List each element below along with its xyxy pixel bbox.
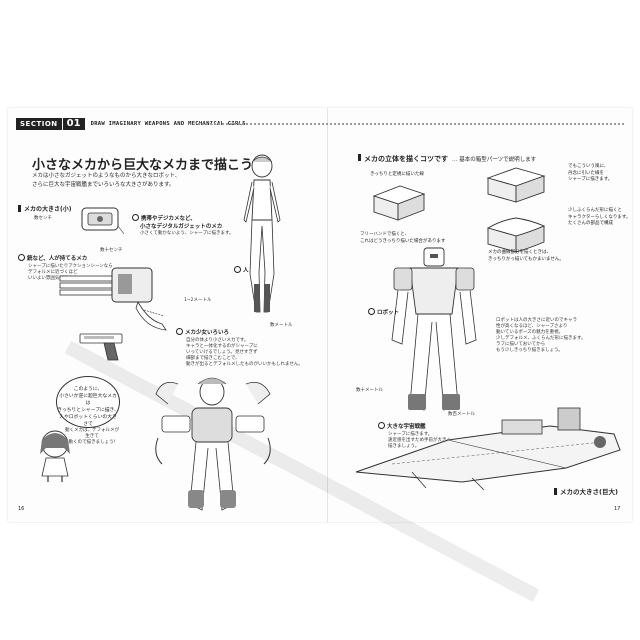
- spaceship-figure: [352, 398, 624, 490]
- lead-line: さらに巨大な宇宙戦艦までいろいろな大きさがあります。: [32, 182, 175, 188]
- caption-gun-body: シャープに描いたりアクションシーンなら デフォルメに近づくほど いいよい雰囲気が…: [28, 264, 113, 281]
- page-number-right: 17: [614, 506, 621, 512]
- standing-girl-figure: [236, 154, 288, 318]
- caption-marker-icon: [132, 214, 139, 221]
- size-small-heading: メカの大きさ(小): [18, 204, 72, 213]
- page-number-left: 16: [18, 506, 25, 512]
- label-card: 数センチ: [34, 216, 52, 221]
- section-header: SECTION 01 DRAW IMAGINARY WEAPONS AND ME…: [16, 118, 246, 130]
- book-spine: [327, 108, 328, 522]
- label-tens-cm: 数十センチ: [100, 248, 123, 253]
- robot-figure: [386, 244, 482, 414]
- caption-person: 人: [234, 266, 249, 274]
- box1-caption: きっちりと定規に描いた線: [370, 172, 424, 177]
- mecha-girl-figure: [148, 364, 278, 514]
- size-large-label: メカの大きさ(巨大): [560, 488, 618, 496]
- label-dozen-m: 数十メートル: [356, 388, 383, 393]
- caption-marker-icon: [18, 254, 25, 261]
- caption-marker-icon: [378, 422, 385, 429]
- header-rule: [198, 123, 624, 125]
- pistol-figure: [78, 330, 126, 362]
- size-large-heading: メカの大きさ(巨大): [554, 486, 618, 496]
- box-rounded-figure: [484, 214, 548, 254]
- curve-note: メカの曲線部分を描くときは、 きっちりかっ描いてもかまいません。: [488, 250, 564, 262]
- caption-mecha-girl-title: メカ少女いろいろ: [176, 328, 229, 336]
- section-label: SECTION: [16, 118, 62, 130]
- caption-gadget-title-2: 小さなデジタルガジェットのメカ: [140, 224, 223, 230]
- gadget-figure: [78, 204, 124, 238]
- caption-ship: 大きな宇宙戦艦: [378, 422, 426, 430]
- robot-body: ロボットは人の大きさに近いのでキャラ 性が高くなるほど、シャープさより 動いてい…: [496, 318, 586, 353]
- size-small-label: メカの大きさ(小): [24, 206, 72, 213]
- caption-gun-title: 銃など、人が持てるメカ: [18, 254, 87, 262]
- lead-text: メカは小さなガジェットのようなものから大きなロボット、 さらに巨大な宇宙戦艦まで…: [32, 172, 222, 190]
- heading-bar: [18, 205, 21, 212]
- section-title: DRAW IMAGINARY WEAPONS AND MECHANICAL GI…: [90, 121, 246, 127]
- box2-caption: フリーハンドで描くと、 これはどうきっちり描いた場合があります: [360, 232, 446, 244]
- ship-body: シャープに描きます。 遠近感を出すため手前が大きく 描きましょう。: [388, 432, 451, 449]
- label-hundreds-m: 数百メートル: [448, 412, 475, 417]
- book-spread: SECTION 01 DRAW IMAGINARY WEAPONS AND ME…: [8, 108, 632, 603]
- caption-gadget-title: 携帯やデジカメなど、: [132, 214, 196, 222]
- caption-marker-icon: [234, 266, 241, 273]
- box-sharp-caption: でもこういう風に、 丹念に引いた線を シャープに描きます。: [568, 164, 613, 182]
- caption-marker-icon: [368, 308, 375, 315]
- lead-line: メカは小さなガジェットのようなものから大きなロボット、: [32, 173, 181, 179]
- heading-bar: [554, 487, 557, 495]
- heading-bar: [358, 154, 361, 161]
- label-several-m: 数メートル: [270, 323, 293, 328]
- caption-robot: ロボット: [368, 308, 399, 316]
- box-rounded-caption: 少しふくらんだ形に描くと キャラクターらしくなります。 たくさんの部品で構成: [568, 208, 631, 226]
- speech-bubble: このように、 小さいか逆に超巨大なメカは きっちりとシャープに描き、 人やロボッ…: [56, 376, 120, 428]
- chibi-girl-figure: [36, 428, 74, 484]
- right-headline: メカの立体を描くコツです… 基本の箱型パーツで説明します: [358, 154, 536, 164]
- speech-bubble-tail-text: 動くメカは、デフォルメが生きて 動くので描きましょう!: [65, 428, 119, 445]
- page-headline: 小さなメカから巨大なメカまで描こう!: [32, 158, 259, 173]
- caption-mecha-girl-body: 自分の体より小さいメカです。 キャラと一体化するのがシャープに いっていけるでし…: [186, 338, 303, 367]
- caption-gadget-body: 小さくて動かないよう、シャープに描きます。: [140, 231, 234, 236]
- box-sharp-figure: [484, 164, 548, 204]
- caption-marker-icon: [176, 328, 183, 335]
- box-ruler-figure: [370, 182, 426, 222]
- label-person-m: 1~2メートル: [184, 298, 212, 303]
- gatling-gun-figure: [58, 258, 170, 334]
- section-number: 01: [62, 118, 85, 130]
